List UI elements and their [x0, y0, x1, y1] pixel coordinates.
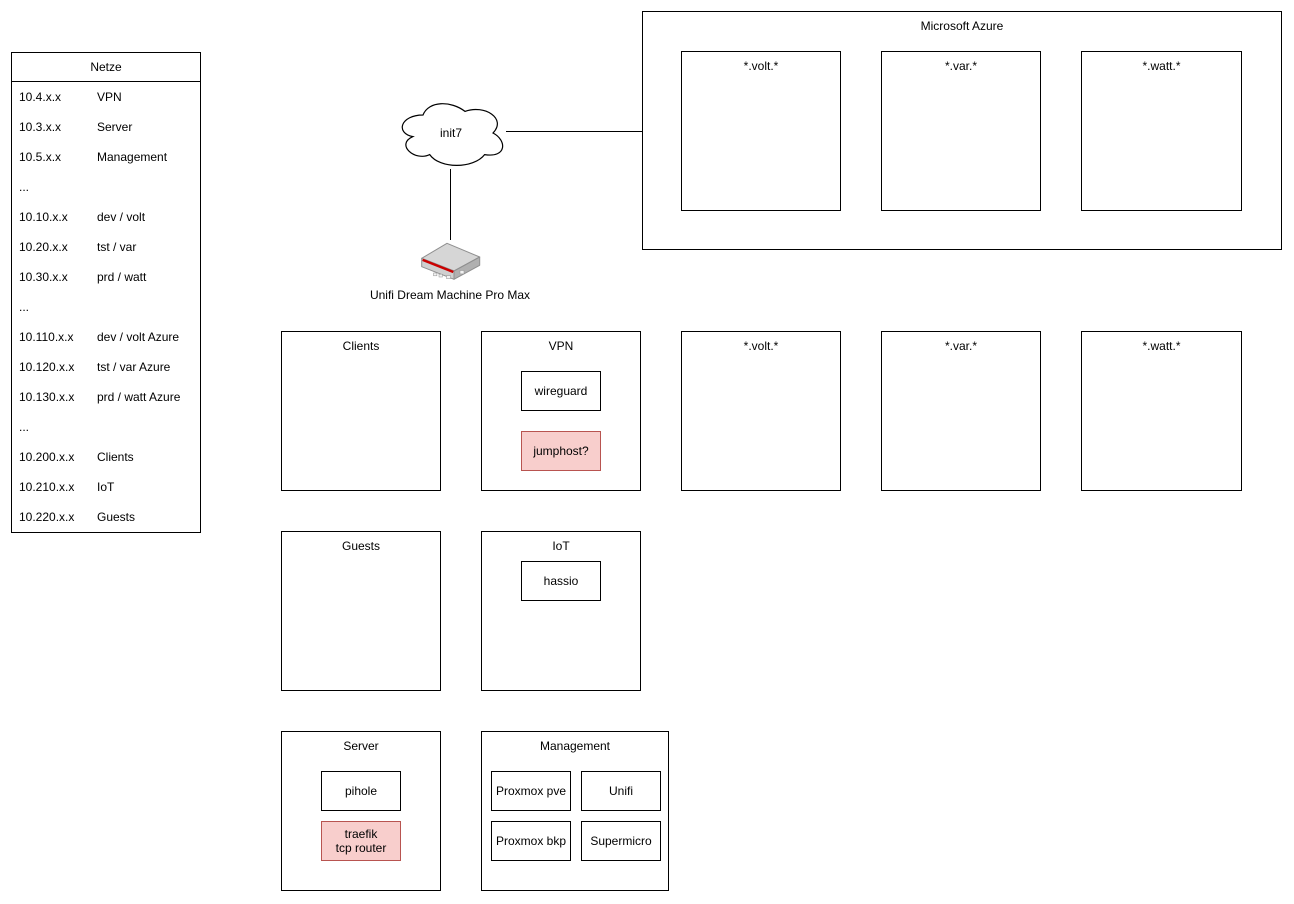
- network-box-iot: IoT hassio: [481, 531, 641, 691]
- netze-row: 10.130.x.x prd / watt Azure: [12, 382, 200, 412]
- netze-row-ip: 10.4.x.x: [19, 90, 62, 104]
- network-box-management: Management Proxmox pve Unifi Proxmox bkp…: [481, 731, 669, 891]
- node-unifi-label: Unifi: [608, 784, 633, 798]
- netze-row-label: dev / volt Azure: [97, 330, 180, 344]
- netze-row-ip: 10.30.x.x: [19, 270, 68, 284]
- azure-box-var-title: *.var.*: [944, 59, 977, 73]
- node-wireguard-label: wireguard: [534, 384, 588, 398]
- netze-row-ip: 10.200.x.x: [19, 450, 75, 464]
- node-unifi: Unifi: [581, 771, 661, 811]
- node-wireguard: wireguard: [521, 371, 601, 411]
- cloud-icon: [401, 103, 504, 166]
- netze-row-label: tst / var: [97, 240, 137, 254]
- node-traefik-label-line1: traefik: [344, 827, 378, 841]
- netze-row-label: VPN: [97, 90, 122, 104]
- network-box-clients: Clients: [281, 331, 441, 491]
- azure-box-watt: *.watt.*: [1081, 51, 1242, 211]
- netze-row: 10.200.x.x Clients: [12, 442, 200, 472]
- netze-row: 10.10.x.x dev / volt: [12, 202, 200, 232]
- volt-title: *.volt.*: [743, 339, 779, 353]
- node-jumphost-label: jumphost?: [533, 444, 589, 458]
- azure-title: Microsoft Azure: [920, 19, 1004, 33]
- netze-row-label: Management: [97, 150, 168, 164]
- azure-box-volt: *.volt.*: [681, 51, 841, 211]
- node-traefik-label-line2: tcp router: [335, 841, 387, 855]
- netze-row: ...: [12, 412, 200, 442]
- netze-row: 10.3.x.x Server: [12, 112, 200, 142]
- netze-row-ip: 10.110.x.x: [19, 330, 74, 344]
- netze-row: 10.5.x.x Management: [12, 142, 200, 172]
- netze-row-ip: ...: [19, 300, 30, 314]
- node-proxmox-bkp: Proxmox bkp: [491, 821, 571, 861]
- netze-row-ip: 10.220.x.x: [19, 510, 75, 524]
- netze-row-ip: ...: [19, 420, 30, 434]
- var-title: *.var.*: [944, 339, 977, 353]
- netze-row-label: Guests: [97, 510, 136, 524]
- azure-box-var: *.var.*: [881, 51, 1041, 211]
- netze-row: 10.120.x.x tst / var Azure: [12, 352, 200, 382]
- netze-row-ip: 10.20.x.x: [19, 240, 68, 254]
- azure-box-watt-title: *.watt.*: [1142, 59, 1181, 73]
- netze-table-title: Netze: [12, 53, 200, 82]
- node-supermicro: Supermicro: [581, 821, 661, 861]
- node-supermicro-label: Supermicro: [590, 834, 652, 848]
- netze-row: 10.4.x.x VPN: [12, 82, 200, 112]
- router-icon: [421, 242, 481, 280]
- node-pihole-label: pihole: [344, 784, 378, 798]
- netze-row-label: prd / watt Azure: [97, 390, 181, 404]
- clients-title: Clients: [342, 339, 380, 353]
- network-box-watt: *.watt.*: [1081, 331, 1242, 491]
- netze-row-ip: 10.120.x.x: [19, 360, 75, 374]
- netze-row: ...: [12, 292, 200, 322]
- guests-title: Guests: [341, 539, 380, 553]
- node-traefik: traefik tcp router: [321, 821, 401, 861]
- network-box-var: *.var.*: [881, 331, 1041, 491]
- iot-title: IoT: [552, 539, 570, 553]
- cloud-to-azure-line: [506, 131, 642, 132]
- node-jumphost: jumphost?: [521, 431, 601, 471]
- netze-row: 10.110.x.x dev / volt Azure: [12, 322, 200, 352]
- netze-row-ip: 10.130.x.x: [19, 390, 75, 404]
- server-title: Server: [343, 739, 379, 753]
- netze-row-ip: 10.5.x.x: [19, 150, 62, 164]
- azure-group-box: Microsoft Azure *.volt.* *.var.* *.watt.…: [642, 11, 1282, 250]
- azure-box-volt-title: *.volt.*: [743, 59, 779, 73]
- netze-row-ip: 10.3.x.x: [19, 120, 62, 134]
- netze-row: 10.20.x.x tst / var: [12, 232, 200, 262]
- netze-table: Netze 10.4.x.x VPN 10.3.x.x Server 10.5.…: [11, 52, 201, 533]
- netze-row-label: Server: [97, 120, 133, 134]
- vpn-title: VPN: [548, 339, 574, 353]
- netze-row-label: IoT: [97, 480, 115, 494]
- management-title: Management: [539, 739, 611, 753]
- netze-row-label: tst / var Azure: [97, 360, 171, 374]
- router-label: Unifi Dream Machine Pro Max: [369, 288, 531, 302]
- netze-row: ...: [12, 172, 200, 202]
- node-proxmox-bkp-label: Proxmox bkp: [495, 834, 567, 848]
- cloud-to-router-line: [450, 169, 451, 240]
- network-box-server: Server pihole traefik tcp router: [281, 731, 441, 891]
- network-box-volt: *.volt.*: [681, 331, 841, 491]
- netze-row: 10.210.x.x IoT: [12, 472, 200, 502]
- netze-row-ip: 10.10.x.x: [19, 210, 68, 224]
- network-box-guests: Guests: [281, 531, 441, 691]
- netze-row-ip: 10.210.x.x: [19, 480, 75, 494]
- cloud-label: init7: [439, 126, 462, 140]
- netze-row-ip: ...: [19, 180, 30, 194]
- node-proxmox-pve: Proxmox pve: [491, 771, 571, 811]
- netze-row: 10.30.x.x prd / watt: [12, 262, 200, 292]
- node-hassio: hassio: [521, 561, 601, 601]
- netze-row-label: prd / watt: [97, 270, 147, 284]
- node-pihole: pihole: [321, 771, 401, 811]
- netze-row-label: Clients: [97, 450, 134, 464]
- node-proxmox-pve-label: Proxmox pve: [495, 784, 567, 798]
- node-hassio-label: hassio: [543, 574, 579, 588]
- network-box-vpn: VPN wireguard jumphost?: [481, 331, 641, 491]
- watt-title: *.watt.*: [1142, 339, 1181, 353]
- netze-row: 10.220.x.x Guests: [12, 502, 200, 532]
- netze-row-label: dev / volt: [97, 210, 146, 224]
